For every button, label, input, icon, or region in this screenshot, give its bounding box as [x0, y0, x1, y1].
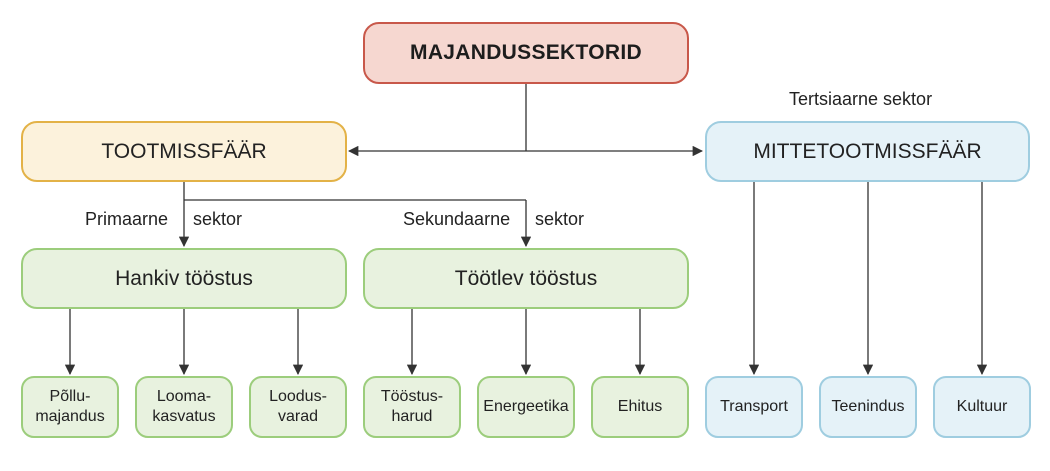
processing-industry-label: Töötlev tööstus — [454, 266, 598, 290]
leaf-agriculture: Põllu- majandus — [21, 376, 119, 438]
secondary-label-right: sektor — [535, 209, 585, 229]
leaf-natural-resources-label: Loodus- varad — [269, 388, 327, 425]
leaf-services-label: Teenindus — [831, 398, 905, 415]
non-production-sphere-node: MITTETOOTMISSFÄÄR — [705, 121, 1030, 182]
leaf-natural-resources: Loodus- varad — [249, 376, 347, 438]
leaf-energy: Energeetika — [477, 376, 575, 438]
primary-label-right: sektor — [193, 209, 243, 229]
leaf-agriculture-label: Põllu- majandus — [35, 388, 105, 425]
leaf-culture-label: Kultuur — [956, 398, 1008, 415]
leaf-energy-label: Energeetika — [483, 398, 569, 415]
leaf-livestock: Looma- kasvatus — [135, 376, 233, 438]
leaf-services: Teenindus — [819, 376, 917, 438]
leaf-transport: Transport — [705, 376, 803, 438]
production-sphere-label: TOOTMISSFÄÄR — [101, 139, 267, 163]
leaf-industry-branches-label: Tööstus- harud — [380, 388, 444, 425]
primary-label-left: Primaarne — [85, 209, 169, 229]
root-label: MAJANDUSSEKTORID — [410, 41, 642, 64]
extracting-industry-label: Hankiv tööstus — [115, 266, 253, 290]
non-production-sphere-label: MITTETOOTMISSFÄÄR — [753, 139, 982, 163]
leaf-construction: Ehitus — [591, 376, 689, 438]
processing-industry-node: Töötlev tööstus — [363, 248, 689, 309]
leaf-industry-branches: Tööstus- harud — [363, 376, 461, 438]
secondary-label-left: Sekundaarne — [403, 209, 511, 229]
leaf-transport-label: Transport — [720, 398, 788, 415]
extracting-industry-node: Hankiv tööstus — [21, 248, 347, 309]
leaf-culture: Kultuur — [933, 376, 1031, 438]
tertiary-sector-label: Tertsiaarne sektor — [789, 89, 933, 109]
leaf-construction-label: Ehitus — [617, 398, 663, 415]
leaf-livestock-label: Looma- kasvatus — [152, 388, 216, 425]
production-sphere-node: TOOTMISSFÄÄR — [21, 121, 347, 182]
root-node: MAJANDUSSEKTORID — [363, 22, 689, 84]
